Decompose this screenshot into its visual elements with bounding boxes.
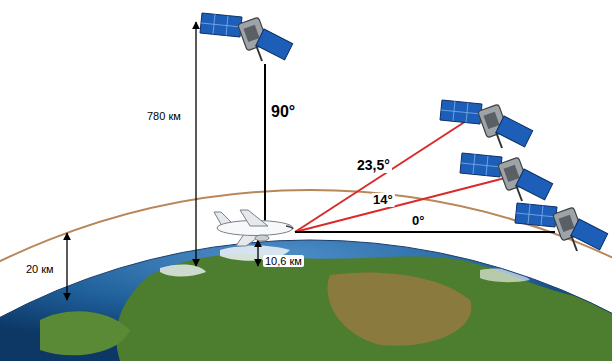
dimension-label: 10,6 км [263,255,304,267]
angle-label: 14° [371,193,395,207]
sight-line [295,178,505,232]
horizon-line [295,231,555,233]
satellite [460,153,554,201]
angle-label: 90° [269,103,297,121]
atmosphere-arrow [66,233,67,300]
airplane [214,210,293,246]
distance-label: 780 км [145,110,183,122]
sight-line [295,112,480,232]
satellite [440,100,534,148]
earth [0,230,612,361]
atmosphere-boundary [0,190,612,361]
earth-outline [0,240,612,361]
dimension-label: 20 км [24,263,56,275]
altitude-arrow [195,22,196,266]
zenith-line [264,64,266,222]
angle-label: 23,5° [355,158,392,173]
satellite [515,203,609,251]
angle-label: 0° [410,214,426,228]
flight-altitude-arrow [257,240,258,266]
satellite [200,13,294,61]
